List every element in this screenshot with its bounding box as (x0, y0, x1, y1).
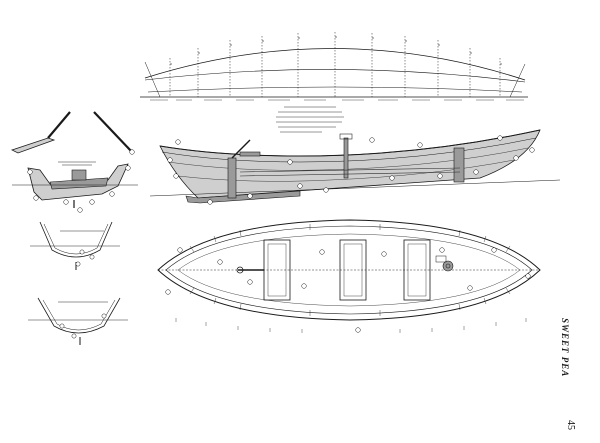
midship-starboard-frame (93, 111, 133, 153)
midship-port-frame (47, 111, 71, 139)
plan-aft-seat-inner (267, 243, 287, 297)
profile-midship-post (343, 137, 349, 179)
forward-bulkhead-section (30, 221, 120, 270)
aft-bulkhead-outline (37, 297, 121, 334)
plan-mast-step-hole (445, 263, 451, 269)
midship-port-flare (10, 137, 56, 154)
plan-fore-fitting (435, 255, 447, 263)
profile-sheer-line (159, 129, 541, 157)
plan-inwale (165, 225, 533, 315)
shell-stem-rake (144, 61, 161, 98)
plan-view (157, 219, 541, 333)
profile-fwd-bulkhead (453, 147, 465, 183)
profile-floor-line (239, 167, 461, 173)
shell-station-ticks (170, 36, 502, 65)
plan-forward-seat (403, 239, 431, 301)
plan-mast-step (442, 260, 454, 272)
profile-midship-cap (339, 133, 353, 140)
plan-scale-ticks (175, 318, 527, 333)
shell-station-lines (169, 32, 501, 97)
boat-name-caption: SWEET PEA (560, 318, 570, 378)
plan-forward-seat-inner (407, 243, 427, 297)
fwd-bulkhead-outline (39, 221, 113, 258)
fwd-bulkhead-callouts (75, 249, 95, 267)
profile-callouts (167, 135, 535, 205)
aft-bulkhead-inner (42, 299, 116, 331)
aft-bulkhead-callouts (59, 313, 107, 339)
expanded-shell-diagram (140, 32, 528, 133)
plan-middle-thwart-inner (343, 243, 363, 297)
profile-skeg (185, 190, 301, 204)
shell-stern-rake (509, 63, 526, 98)
profile-lap-1 (167, 147, 529, 171)
profile-tiller (231, 139, 251, 159)
profile-stern-post (227, 157, 237, 199)
midship-floor (49, 177, 109, 190)
profile-rowlock-pad (239, 151, 261, 157)
page-number: 45 (565, 420, 576, 430)
plan-rib-ticks (189, 224, 511, 316)
plan-callouts (165, 247, 531, 333)
after-bulkhead-section (28, 297, 128, 345)
fwd-bulkhead-inner (43, 223, 109, 255)
shell-notes-scribble (276, 106, 344, 133)
midship-hull-shape (27, 163, 129, 201)
midship-thwart-block (71, 169, 87, 181)
plan-rudder-head (236, 266, 244, 274)
profile-inwale-line (161, 137, 537, 163)
midship-section (10, 111, 138, 213)
plan-middle-thwart (339, 239, 367, 301)
midship-callouts (27, 149, 135, 213)
profile-waterline (149, 179, 561, 197)
side-elevation (149, 129, 561, 205)
profile-hull-planking (159, 129, 541, 199)
profile-floor-line-2 (239, 171, 461, 177)
